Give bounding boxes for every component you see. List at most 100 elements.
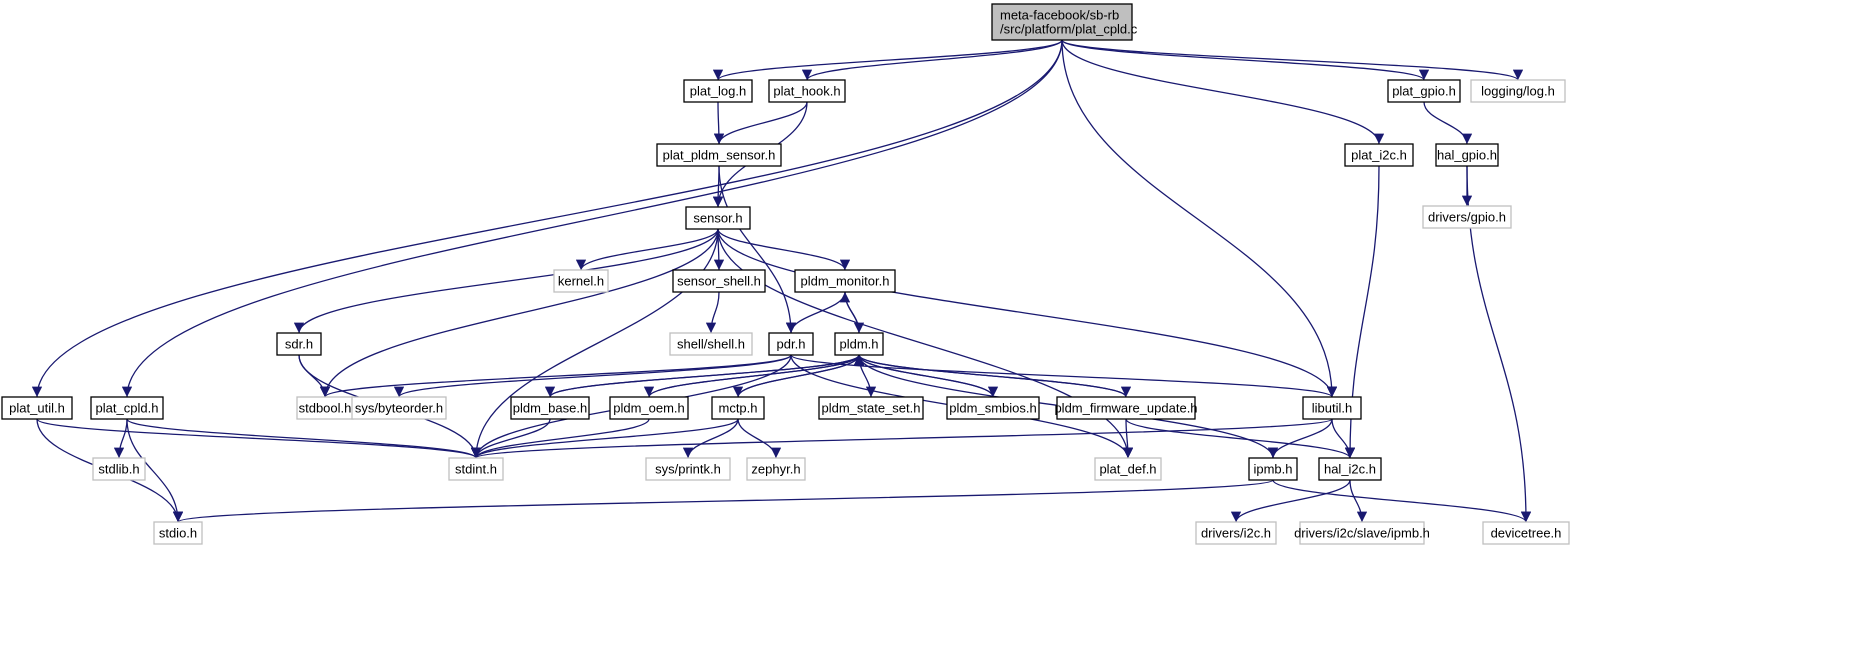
node-plat-cpld[interactable]: plat_cpld.h (90, 396, 164, 420)
node-box (553, 269, 609, 293)
node-pldm-monitor[interactable]: pldm_monitor.h (794, 269, 896, 293)
node-pldm-smbios[interactable]: pldm_smbios.h (946, 396, 1040, 420)
node-box (1, 396, 73, 420)
edge-plat_cpld-to-stdlib (113, 418, 128, 459)
edge-root-to-plat_cpld (121, 39, 1063, 398)
edge-plat_util-to-stdint (36, 418, 481, 459)
node-plat-gpio[interactable]: plat_gpio.h (1387, 79, 1461, 103)
node-label: plat_pldm_sensor.h (663, 148, 776, 163)
node-label: logging/log.h (1481, 84, 1555, 99)
node-box (276, 332, 322, 356)
node-label: hal_gpio.h (1437, 148, 1497, 163)
edge-mctp-to-sys_printk (682, 418, 739, 459)
node-label: sdr.h (285, 337, 313, 352)
node-label: mctp.h (718, 401, 757, 416)
node-label: drivers/i2c/slave/ipmb.h (1294, 526, 1430, 541)
node-box (946, 396, 1040, 420)
edge-libutil-to-stdint (471, 418, 1333, 459)
node-box (991, 3, 1133, 41)
edge-mctp-to-zephyr (737, 418, 782, 459)
node-ipmb[interactable]: ipmb.h (1248, 457, 1298, 481)
node-sdr[interactable]: sdr.h (276, 332, 322, 356)
edge-sensor-to-sdr (293, 228, 719, 334)
node-pdr[interactable]: pdr.h (768, 332, 814, 356)
node-pldm-firmware-update[interactable]: pldm_firmware_update.h (1054, 396, 1198, 420)
node-drivers-gpio: drivers/gpio.h (1422, 205, 1512, 229)
edge-mctp-to-stdint (470, 418, 739, 459)
node-label: plat_gpio.h (1392, 84, 1456, 99)
edge-ipmb-to-stdio (173, 479, 1274, 523)
node-zephyr: zephyr.h (746, 457, 806, 481)
edge-plat_gpio-to-hal_gpio (1423, 101, 1473, 145)
edge-hal_i2c-to-drivers_i2c (1230, 479, 1351, 523)
node-plat-hook[interactable]: plat_hook.h (768, 79, 846, 103)
node-box (1482, 521, 1570, 545)
node-label: sensor_shell.h (677, 274, 761, 289)
node-sys-byteorder: sys/byteorder.h (351, 396, 447, 420)
node-box (1470, 79, 1566, 103)
node-mctp[interactable]: mctp.h (711, 396, 765, 420)
node-pldm-oem[interactable]: pldm_oem.h (609, 396, 689, 420)
node-box (685, 206, 751, 230)
node-pldm[interactable]: pldm.h (834, 332, 884, 356)
node-box (1344, 143, 1414, 167)
node-label: meta-facebook/sb-rb (1000, 8, 1119, 23)
node-sensor[interactable]: sensor.h (685, 206, 751, 230)
node-box (746, 457, 806, 481)
node-label: sensor.h (693, 211, 742, 226)
edge-root-to-plat_gpio (1061, 39, 1429, 81)
edges-layer (31, 39, 1532, 523)
edge-sensor-to-stdint (470, 228, 719, 459)
node-label: stdio.h (159, 526, 197, 541)
node-label: sys/byteorder.h (355, 401, 443, 416)
node-pldm-state-set[interactable]: pldm_state_set.h (818, 396, 924, 420)
node-plat-i2c[interactable]: plat_i2c.h (1344, 143, 1414, 167)
node-plat-pldm-sensor[interactable]: plat_pldm_sensor.h (656, 143, 782, 167)
edge-pdr-to-stdbool (320, 354, 792, 398)
node-label: plat_util.h (9, 401, 65, 416)
node-plat-util[interactable]: plat_util.h (1, 396, 73, 420)
node-label: stdint.h (455, 462, 497, 477)
node-sys-printk: sys/printk.h (645, 457, 731, 481)
edge-pldm-to-pldm_monitor (839, 291, 860, 334)
node-label: pldm.h (839, 337, 878, 352)
node-label: plat_log.h (690, 84, 746, 99)
node-libutil[interactable]: libutil.h (1302, 396, 1362, 420)
node-pldm-base[interactable]: pldm_base.h (510, 396, 590, 420)
edge-libutil-to-hal_i2c (1331, 418, 1356, 459)
node-root[interactable]: meta-facebook/sb-rb/src/platform/plat_cp… (991, 3, 1138, 41)
node-plat-def: plat_def.h (1094, 457, 1162, 481)
node-label: plat_i2c.h (1351, 148, 1407, 163)
node-box (510, 396, 590, 420)
node-box (1195, 521, 1277, 545)
edge-root-to-plat_log (712, 39, 1063, 81)
node-hal-i2c[interactable]: hal_i2c.h (1318, 457, 1382, 481)
edge-pdr-to-libutil (790, 354, 1337, 398)
node-label: stdlib.h (98, 462, 139, 477)
edge-pldm_firmware_update-to-pldm (853, 354, 1127, 398)
edge-sensor-to-libutil (717, 228, 1338, 398)
node-box (1299, 521, 1425, 545)
node-label: /src/platform/plat_cpld.c (1000, 22, 1138, 37)
edge-pldm_firmware_update-to-plat_def (1122, 418, 1134, 459)
node-label: drivers/gpio.h (1428, 210, 1506, 225)
node-plat-log[interactable]: plat_log.h (683, 79, 753, 103)
node-label: pldm_state_set.h (821, 401, 920, 416)
node-box (768, 332, 814, 356)
node-sensor-shell[interactable]: sensor_shell.h (672, 269, 766, 293)
edge-ipmb-to-devicetree (1272, 479, 1532, 523)
edge-root-to-plat_hook (801, 39, 1063, 81)
node-box (90, 396, 164, 420)
node-box (645, 457, 731, 481)
node-box (1435, 143, 1499, 167)
node-box (1302, 396, 1362, 420)
node-label: pdr.h (777, 337, 806, 352)
node-label: plat_def.h (1099, 462, 1156, 477)
edge-plat_hook-to-plat_pldm_sensor (713, 101, 808, 145)
node-box (683, 79, 753, 103)
node-hal-gpio[interactable]: hal_gpio.h (1435, 143, 1499, 167)
node-box (1422, 205, 1512, 229)
edge-pldm_smbios-to-pldm (853, 354, 994, 398)
node-box (1387, 79, 1461, 103)
node-label: sys/printk.h (655, 462, 721, 477)
